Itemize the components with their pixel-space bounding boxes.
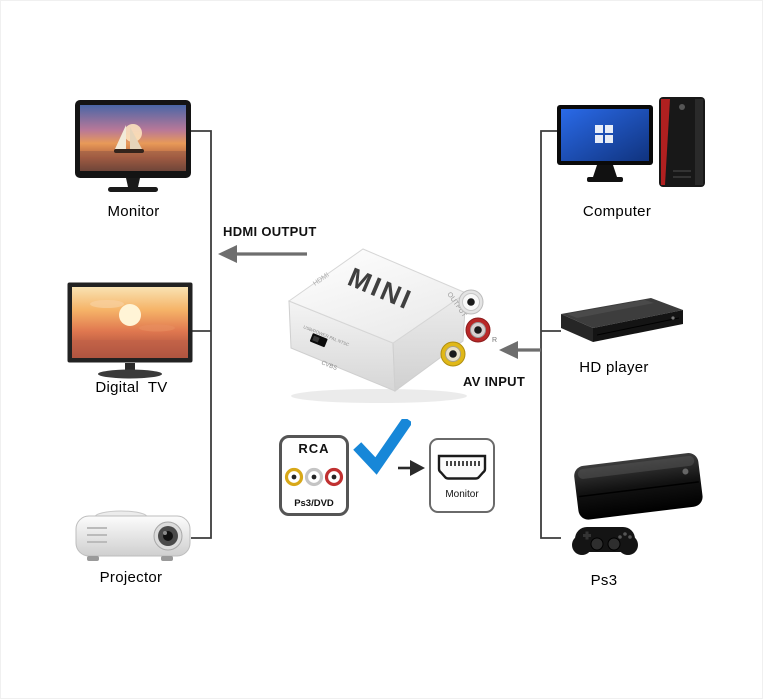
rca-badge: RCA Ps3/DVD xyxy=(279,435,349,516)
rca-plug-white xyxy=(304,467,324,487)
ps3-controller xyxy=(572,527,638,555)
computer-label: Computer xyxy=(582,203,652,220)
hdmi-connector-icon xyxy=(437,454,487,480)
ps3-label: Ps3 xyxy=(590,572,618,589)
av-input-arrow xyxy=(499,341,541,359)
rca-plug-yellow xyxy=(284,467,304,487)
converter-cvbs-label: CVBS xyxy=(320,360,337,372)
rca-plug-icons xyxy=(284,467,344,487)
av-input-label: AV INPUT xyxy=(463,374,526,389)
hdmi-output-arrow xyxy=(218,245,307,263)
hd-player-image xyxy=(561,298,683,342)
rca-plug-red xyxy=(324,467,344,487)
digital-tv-image xyxy=(67,282,193,379)
monitor-image xyxy=(75,100,191,192)
rca-jack-yellow xyxy=(440,341,466,367)
hdmi-output-label: HDMI OUTPUT xyxy=(223,224,317,239)
converter-switch xyxy=(309,333,328,348)
converter-box-image: HDMI MINI OUTPUT USB/POWER PAL NTSC CVBS… xyxy=(287,248,497,403)
rca-badge-subtitle: Ps3/DVD xyxy=(294,498,334,509)
ps3-image xyxy=(572,453,703,555)
rca-badge-title: RCA xyxy=(298,441,330,456)
hdmi-badge: Monitor xyxy=(429,438,495,513)
checkmark-icon xyxy=(353,419,411,475)
computer-image xyxy=(557,97,705,187)
rca-to-hdmi-arrow xyxy=(398,460,425,476)
converter-r-jack-label: R xyxy=(492,337,497,344)
monitor-label: Monitor xyxy=(107,203,160,220)
hd-player-label: HD player xyxy=(579,359,649,376)
rca-jack-white xyxy=(458,289,484,315)
projector-label: Projector xyxy=(99,569,163,586)
hdmi-badge-label: Monitor xyxy=(445,488,479,500)
projector-image xyxy=(75,510,191,561)
digital-tv-label: Digital TV xyxy=(95,379,168,396)
rca-jack-red xyxy=(465,317,491,343)
